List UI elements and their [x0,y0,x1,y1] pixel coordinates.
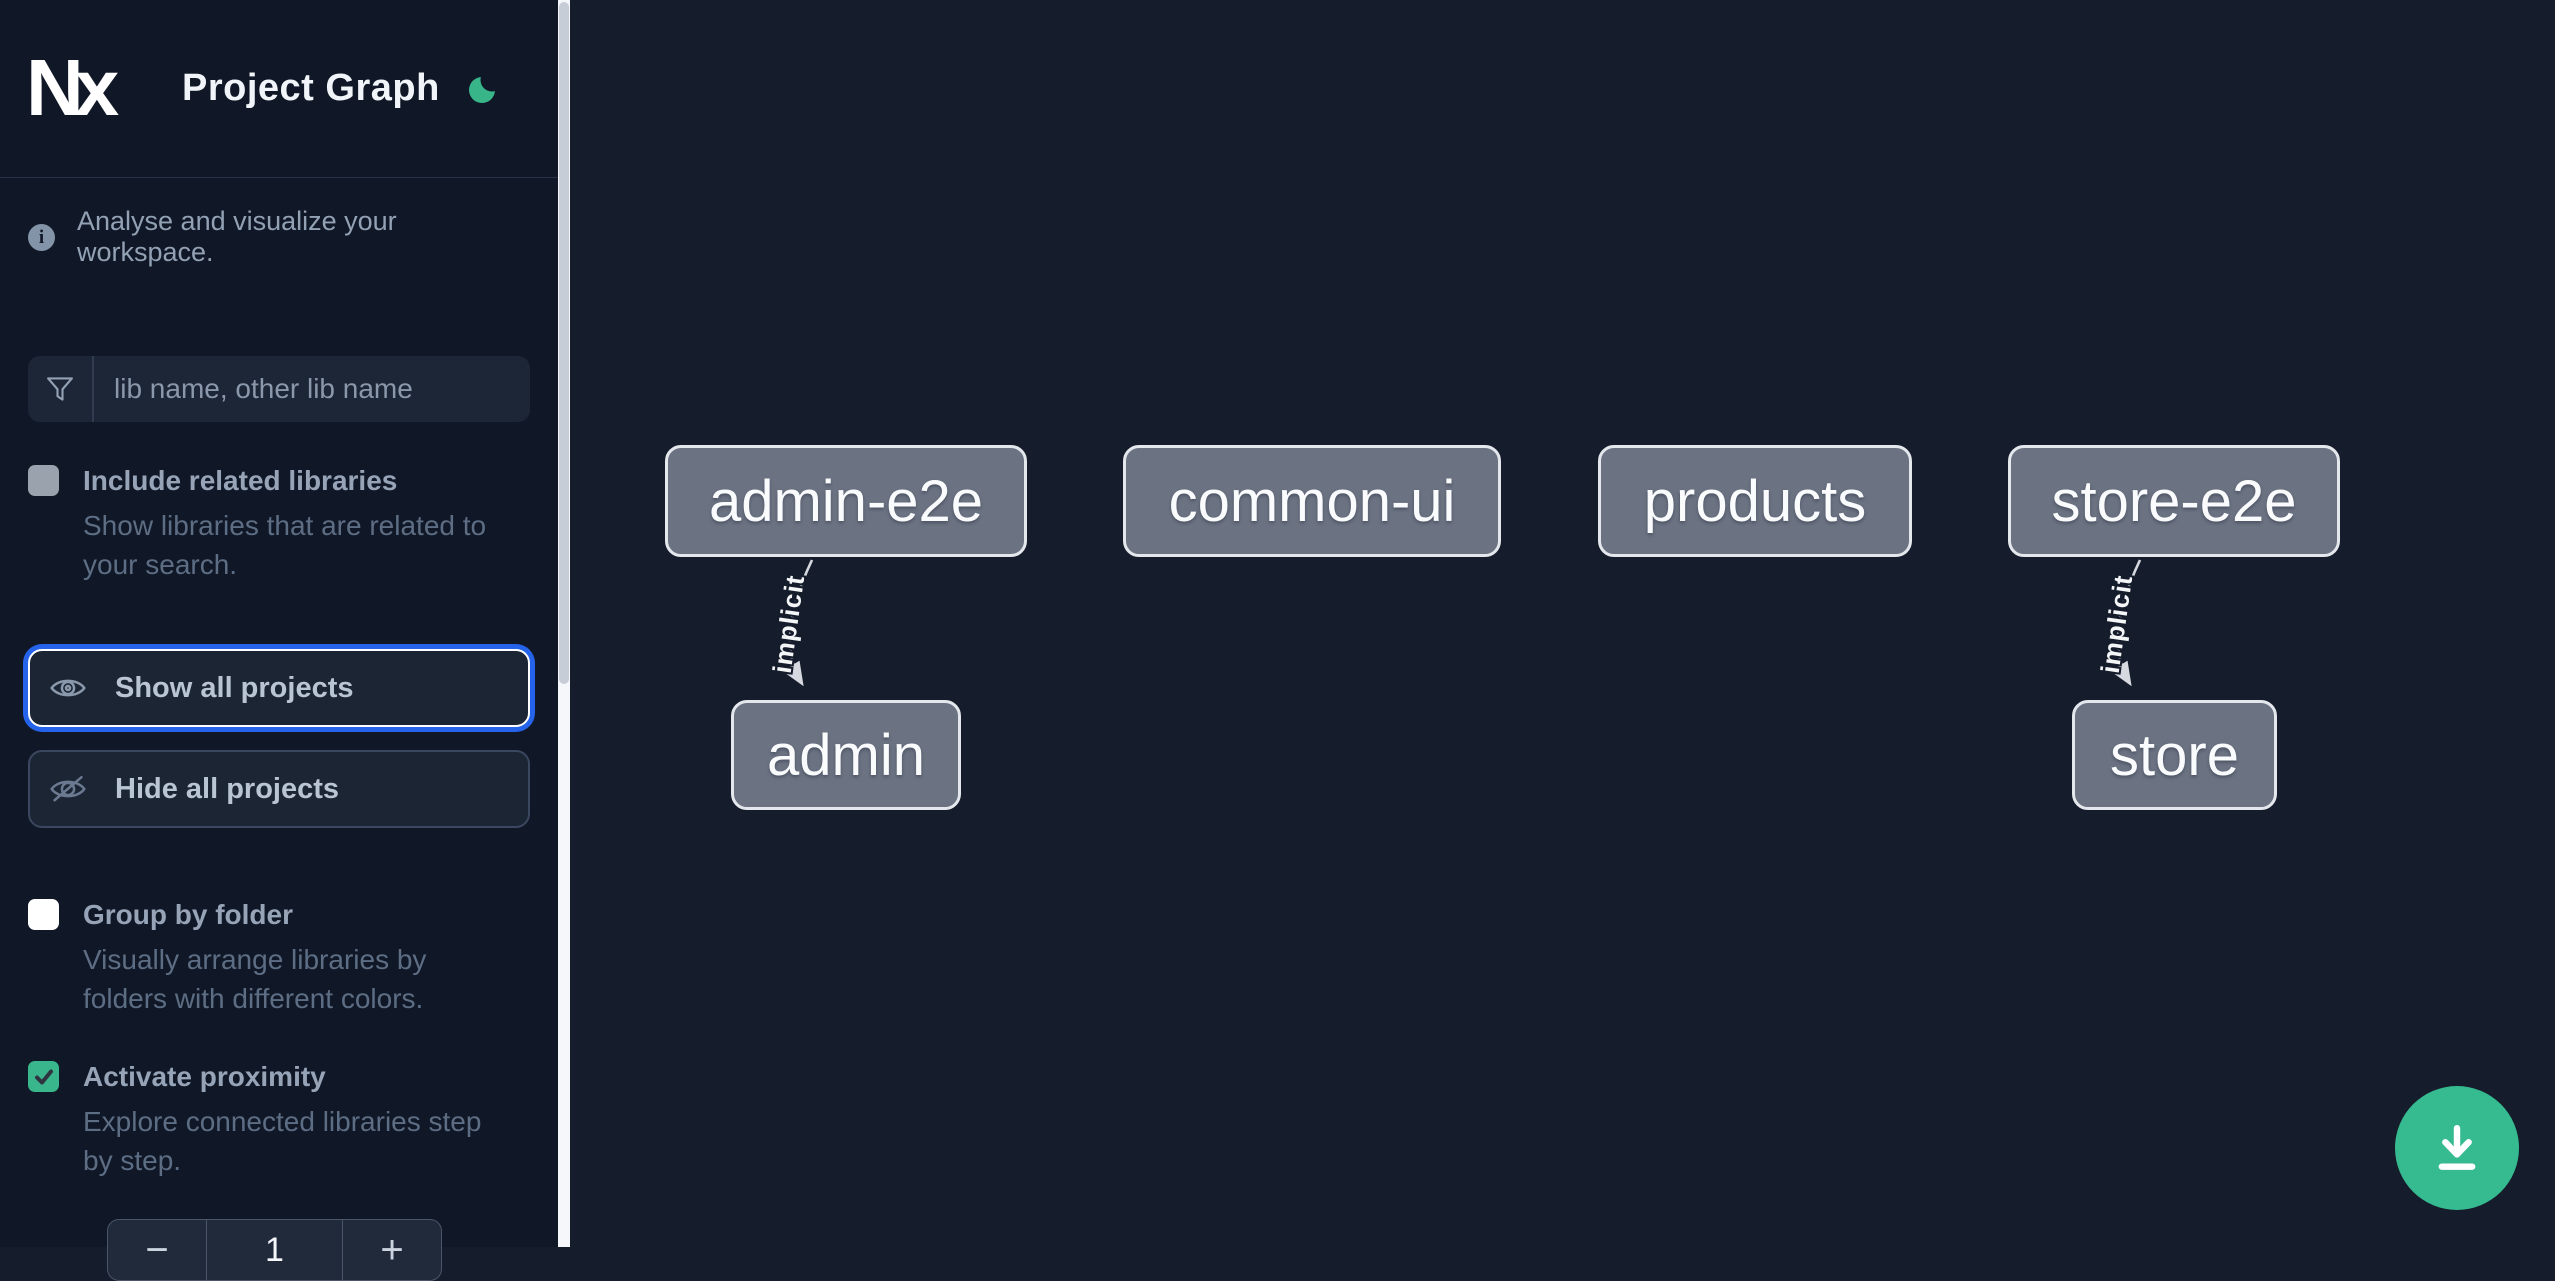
graph-node-store[interactable]: store [2072,700,2277,810]
check-icon [34,1069,53,1084]
activate-proximity-checkbox[interactable] [28,1061,59,1092]
info-icon [28,223,55,251]
hide-all-projects-label: Hide all projects [115,772,340,805]
graph-edge-admin-e2e-admin [782,559,814,687]
activate-proximity-label[interactable]: Activate proximity [83,1061,326,1092]
workspace-tagline: Analyse and visualize your workspace. [77,206,397,267]
theme-toggle-button[interactable] [466,70,504,108]
graph-edges-svg [782,559,2142,687]
sidebar-header: Nx Project Graph [0,0,558,178]
proximity-decrement-button[interactable]: − [108,1220,206,1280]
sidebar-scrollbar-thumb[interactable] [559,2,569,684]
graph-node-store-e2e[interactable]: store-e2e [2008,445,2340,557]
group-by-folder-checkbox[interactable] [28,899,59,930]
proximity-increment-button[interactable]: + [343,1220,441,1280]
group-by-folder-row: Group by folder Visually arrange librari… [28,898,530,1018]
eye-off-icon [50,775,86,802]
group-by-folder-description: Visually arrange libraries by folders wi… [83,944,427,1014]
search-input[interactable] [94,356,530,422]
graph-node-common-ui[interactable]: common-ui [1123,445,1501,557]
download-icon [2438,1124,2476,1170]
proximity-depth-value: 1 [206,1220,343,1280]
page-title: Project Graph [182,67,440,109]
include-related-checkbox[interactable] [28,465,59,496]
save-image-fab[interactable] [2395,1086,2519,1210]
include-related-description: Show libraries that are related to your … [83,510,487,580]
show-all-projects-button[interactable]: Show all projects [28,649,530,727]
activate-proximity-row: Activate proximity Explore connected lib… [28,1060,530,1180]
group-by-folder-label[interactable]: Group by folder [83,899,293,930]
hide-all-projects-button[interactable]: Hide all projects [28,750,530,828]
workspace-tagline-row: Analyse and visualize your workspace. [28,206,530,268]
show-all-projects-label: Show all projects [115,671,354,704]
moon-icon [469,70,503,103]
svg-text:Nx: Nx [28,47,119,131]
sidebar-scrollbar-track [558,0,570,1247]
graph-node-products[interactable]: products [1598,445,1912,557]
nx-logo-icon: Nx [28,47,128,131]
eye-icon [50,679,86,697]
activate-proximity-description: Explore connected libraries step by step… [83,1106,482,1176]
proximity-depth-stepper: − 1 + [107,1219,442,1281]
filter-funnel-icon [28,356,94,422]
graph-edge-store-e2e-store [2110,559,2142,687]
graph-node-admin[interactable]: admin [731,700,961,810]
graph-node-admin-e2e[interactable]: admin-e2e [665,445,1027,557]
search-box [28,356,530,422]
sidebar: Nx Project Graph Analyse and visualize y… [0,0,558,1281]
include-related-row: Include related libraries Show libraries… [28,464,530,584]
include-related-label[interactable]: Include related libraries [83,465,398,496]
